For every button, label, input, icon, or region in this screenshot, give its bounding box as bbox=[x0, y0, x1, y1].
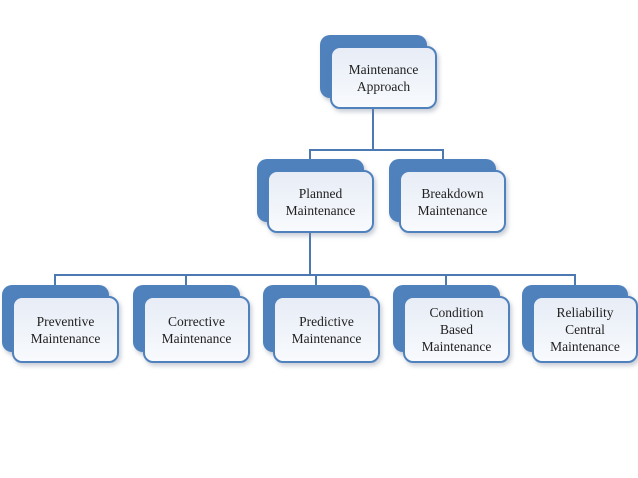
connector-drop-predictive bbox=[315, 274, 317, 288]
connector-drop-reliability bbox=[574, 274, 576, 288]
node-label: Breakdown Maintenance bbox=[417, 185, 488, 218]
connector-level2-bus bbox=[309, 149, 444, 151]
node-reliability-central-maintenance: Reliability Central Maintenance bbox=[522, 285, 638, 363]
node-label: Corrective Maintenance bbox=[161, 313, 232, 346]
node-corrective-maintenance: Corrective Maintenance bbox=[133, 285, 250, 363]
node-predictive-maintenance: Predictive Maintenance bbox=[263, 285, 380, 363]
node-face: Planned Maintenance bbox=[267, 170, 374, 233]
connector-drop-breakdown bbox=[442, 149, 444, 163]
connector-drop-planned bbox=[309, 149, 311, 163]
node-planned-maintenance: Planned Maintenance bbox=[257, 159, 374, 233]
node-label: Preventive Maintenance bbox=[30, 313, 101, 346]
connector-root-stem bbox=[372, 98, 374, 151]
node-face: Breakdown Maintenance bbox=[399, 170, 506, 233]
node-label: Reliability Central Maintenance bbox=[550, 305, 620, 354]
node-label: Maintenance Approach bbox=[348, 61, 419, 94]
connector-drop-condition bbox=[445, 274, 447, 288]
connector-drop-corrective bbox=[185, 274, 187, 288]
node-face: Predictive Maintenance bbox=[273, 296, 380, 363]
node-condition-based-maintenance: Condition Based Maintenance bbox=[393, 285, 510, 363]
node-label: Predictive Maintenance bbox=[291, 313, 362, 346]
node-face: Reliability Central Maintenance bbox=[532, 296, 638, 363]
node-face: Maintenance Approach bbox=[330, 46, 437, 109]
node-breakdown-maintenance: Breakdown Maintenance bbox=[389, 159, 506, 233]
connector-planned-stem bbox=[309, 222, 311, 276]
node-maintenance-approach: Maintenance Approach bbox=[320, 35, 437, 109]
node-face: Condition Based Maintenance bbox=[403, 296, 510, 363]
node-label: Planned Maintenance bbox=[285, 185, 356, 218]
connector-drop-preventive bbox=[54, 274, 56, 288]
node-label: Condition Based Maintenance bbox=[421, 305, 492, 354]
node-face: Preventive Maintenance bbox=[12, 296, 119, 363]
node-preventive-maintenance: Preventive Maintenance bbox=[2, 285, 119, 363]
node-face: Corrective Maintenance bbox=[143, 296, 250, 363]
